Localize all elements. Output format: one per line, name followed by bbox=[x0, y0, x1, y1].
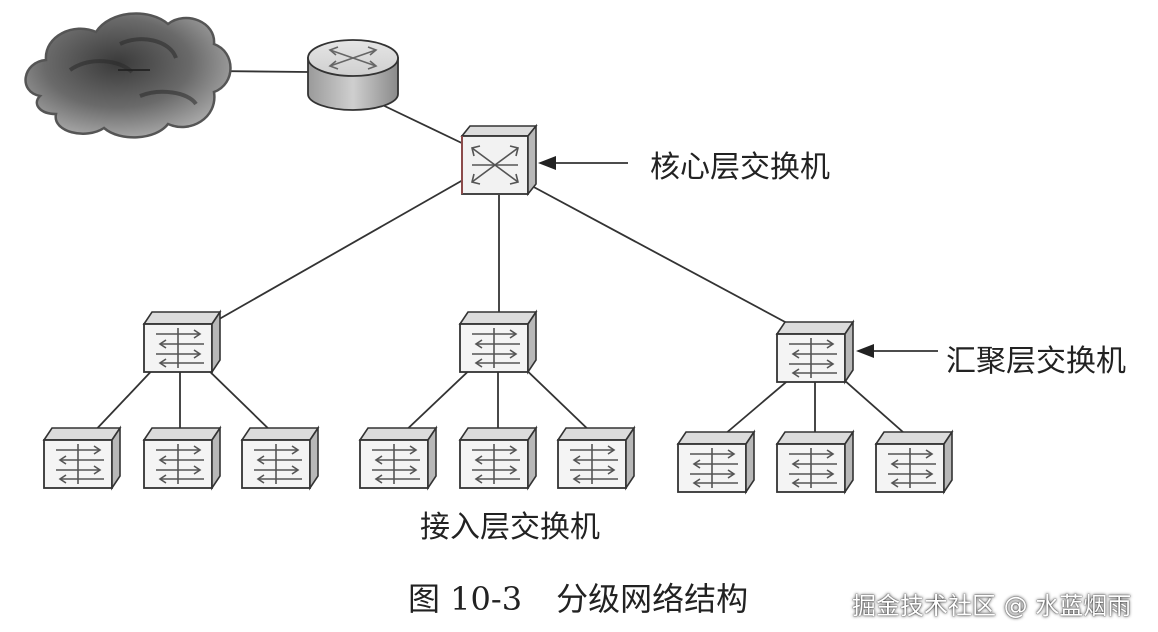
link-core-agg-3 bbox=[529, 184, 801, 331]
figure-number: 图 10-3 bbox=[408, 580, 523, 618]
access-layer-label: 接入层交换机 bbox=[420, 510, 600, 545]
link-agg3-acc-3 bbox=[834, 371, 913, 441]
access-switch-icon bbox=[43, 427, 121, 489]
figure-caption: 图 10-3 分级网络结构 bbox=[408, 574, 748, 620]
core-label-arrow bbox=[538, 156, 628, 170]
access-switch-icon bbox=[241, 427, 319, 489]
aggregation-switch-icon bbox=[143, 311, 221, 373]
access-switch-icon bbox=[677, 431, 755, 493]
access-switch-icon bbox=[875, 431, 953, 493]
router-icon bbox=[307, 39, 399, 111]
aggregation-label-arrow bbox=[856, 344, 938, 358]
link-core-agg-1 bbox=[199, 175, 471, 331]
link-agg3-acc-1 bbox=[717, 371, 799, 441]
watermark: 掘金技术社区 @ 水蓝烟雨 bbox=[852, 592, 1132, 620]
core-switch-icon bbox=[461, 125, 537, 195]
access-switch-icon bbox=[143, 427, 221, 489]
aggregation-switch-icon bbox=[459, 311, 537, 373]
access-switch-icon bbox=[776, 431, 854, 493]
core-layer-label: 核心层交换机 bbox=[650, 150, 830, 185]
access-switch-icon bbox=[459, 427, 537, 489]
link-agg1-acc-3 bbox=[199, 361, 277, 437]
link-agg2-acc-1 bbox=[399, 361, 479, 437]
internet-cloud-icon bbox=[24, 12, 232, 139]
connection-lines bbox=[89, 69, 913, 441]
aggregation-switch-icon bbox=[776, 321, 854, 383]
link-router-core bbox=[371, 99, 469, 147]
access-switch-icon bbox=[557, 427, 635, 489]
link-agg2-acc-3 bbox=[517, 361, 596, 437]
figure-title: 分级网络结构 bbox=[556, 580, 749, 618]
link-agg1-acc-1 bbox=[89, 361, 161, 437]
access-switch-icon bbox=[359, 427, 437, 489]
aggregation-layer-label: 汇聚层交换机 bbox=[946, 344, 1126, 379]
